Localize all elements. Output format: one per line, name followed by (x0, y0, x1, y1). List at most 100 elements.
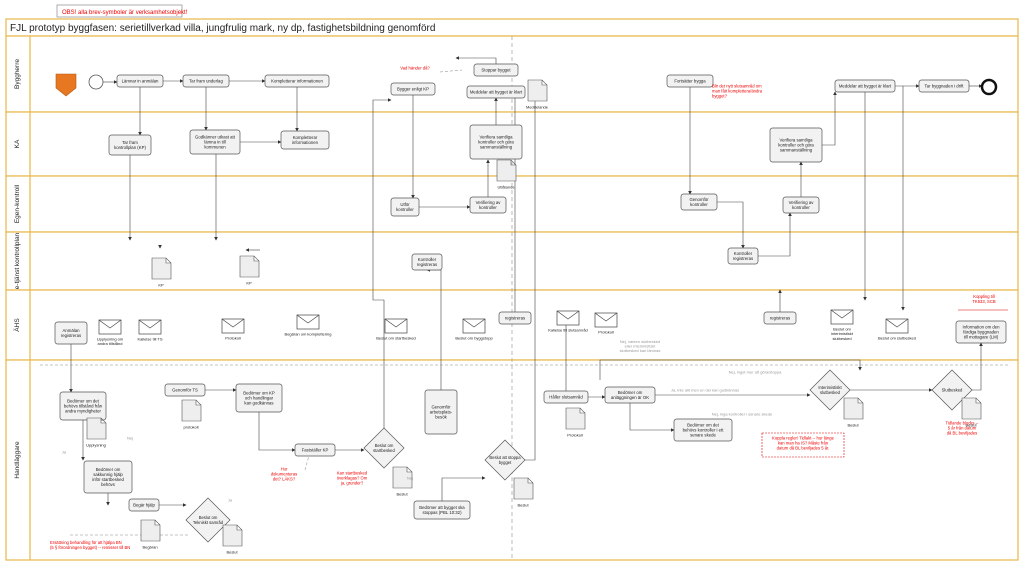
comment-note: datum då BL beviljades 5 år. (777, 445, 830, 450)
document-label: protokoll (183, 424, 198, 429)
flow-arrow (717, 201, 745, 249)
lane-label: Byggherre (14, 59, 21, 89)
process-box-n_kompl_info_ka[interactable] (280, 130, 330, 150)
process-box-n_bedomer_senare[interactable] (673, 418, 733, 442)
letter-label: Beslut om slutbesked (878, 335, 916, 340)
top-note-box (56, 4, 183, 18)
process-box-n_meddelar_klart2[interactable] (834, 79, 896, 93)
process-label: besök (435, 414, 447, 419)
process-box-n_info_dela[interactable] (955, 320, 1007, 344)
decision-label: Beslut att stoppa (489, 455, 521, 460)
process-box-n_stoppar[interactable] (473, 63, 519, 77)
process-label: Information om den (962, 325, 1000, 330)
flow-arrow (258, 412, 296, 452)
process-box-n_faststaller[interactable] (294, 443, 336, 457)
process-box-n_registreras1[interactable] (498, 311, 532, 325)
process-label: registreras (770, 316, 790, 321)
process-label: Kontroller (734, 251, 753, 256)
process-label: Bedömer om (96, 467, 121, 472)
process-box-n_verif_kontr1[interactable] (469, 196, 507, 214)
document-icon (140, 519, 161, 542)
process-box-n_bedomer_sakkunnig[interactable] (83, 460, 133, 494)
edge-label: Nej (127, 435, 133, 440)
process-box-n_verifiera1[interactable] (469, 124, 523, 160)
process-box-n_bedomer_ok[interactable] (604, 386, 656, 404)
process-label: stoppas (PBL 10:32) (422, 510, 462, 515)
process-label: lämna in till (204, 140, 226, 145)
process-box-n_fortsatter[interactable] (666, 74, 714, 88)
letter-label: Begäran om komplettering (285, 331, 332, 336)
process-box-n_bygger_kp[interactable] (390, 82, 436, 96)
process-box-n_bedomer_behov[interactable] (59, 391, 107, 421)
process-box-n_verif_kontr2[interactable] (782, 196, 820, 214)
process-label: Genomför TS (172, 388, 198, 393)
comment-note: Hur (281, 467, 288, 472)
flow-arrow (629, 403, 675, 432)
process-box-n_genomfor_ts[interactable] (164, 383, 206, 397)
decision-d_beslut_stopp[interactable] (484, 439, 526, 481)
process-box-n_tarfram_kp[interactable] (108, 134, 152, 156)
process-box-n_bedomer_stoppa[interactable] (413, 500, 471, 520)
process-label: Stoppar bygget (481, 68, 511, 73)
document-icon (392, 466, 413, 489)
comment-note: 5 år från datum (948, 425, 977, 430)
edge-label: Nej, inga kontroller i senare skede (712, 411, 773, 416)
process-label: Verifiera samtliga (780, 138, 814, 143)
process-box-n_tarianspr[interactable] (918, 79, 970, 93)
process-box-n_lamnar[interactable] (116, 74, 164, 88)
decision-label: Beslut om (375, 443, 394, 448)
document-label: Beslut (226, 549, 238, 554)
lane-label: Egen-kontroll (14, 184, 21, 223)
document-label: Upplysning (86, 442, 106, 447)
process-box-n_anmalan_reg[interactable] (54, 321, 88, 345)
process-box-n_bedomer_kp[interactable] (235, 383, 283, 413)
process-box-n_kontr_reg1[interactable] (411, 253, 443, 271)
decision-label: bygget (499, 460, 512, 465)
process-label: kontroller (479, 205, 497, 210)
process-label: kontrollplan (KP) (114, 145, 146, 150)
decision-label: Tekniskt samråd (193, 520, 224, 525)
letter-icon (556, 310, 580, 326)
process-box-n_meddelar_klart1[interactable] (466, 85, 526, 99)
decision-d_beslut_tekn[interactable] (185, 497, 231, 543)
association-line (439, 69, 463, 73)
start-event-icon (88, 74, 104, 90)
process-label: registreras (733, 256, 753, 261)
document-label: KP (158, 282, 164, 287)
comment-frame (761, 432, 845, 458)
comment-note: dokumenteras (271, 471, 298, 476)
process-label: Bedömer om det (67, 399, 100, 404)
process-label: Anmälan (63, 328, 81, 333)
edge-label: Nej, varken slutbesked (620, 339, 660, 344)
process-label: sammanställning (480, 144, 513, 149)
decision-d_beslut_start[interactable] (363, 427, 405, 469)
diagram-title: FJL prototyp byggfasen: serietillverkad … (10, 23, 435, 34)
comment-note: överklagas? Om (337, 475, 368, 480)
decision-d_interim[interactable] (809, 369, 851, 411)
edge-label: Ja, inte allt men en del kan godkännas (671, 387, 739, 392)
process-box-n_tarfram_underlag[interactable] (182, 74, 230, 88)
process-box-n_genomfor_kontr[interactable] (680, 193, 718, 211)
comment-note: då BL beviljades (947, 430, 978, 435)
process-box-n_verifiera2[interactable] (769, 127, 823, 163)
process-label: kan godkännas (244, 400, 273, 405)
process-box-n_kontr_reg2[interactable] (727, 247, 759, 265)
edge-label: slutbesked kan lämnas (620, 348, 661, 353)
process-label: Bedömer om KP (243, 391, 275, 396)
process-box-n_begar_hjalp[interactable] (128, 498, 160, 512)
process-label: Lämnar in anmälan (122, 79, 159, 84)
process-box-n_godkanner[interactable] (189, 129, 241, 155)
comment-note: Ersättning behandling för att hjälpa BN (50, 540, 122, 545)
letter-label: Upplysning om (97, 337, 124, 342)
process-box-n_registreras2[interactable] (763, 311, 797, 325)
comment-note: Koppling till (973, 294, 994, 299)
process-box-n_genomfor_arb[interactable] (424, 389, 458, 435)
process-box-n_utfor[interactable] (390, 197, 420, 217)
process-label: kommunen (204, 144, 226, 149)
document-label: Begäran (142, 544, 157, 549)
process-box-n_haller_slut[interactable] (543, 390, 589, 404)
letter-label: Beslut om (833, 327, 851, 332)
process-box-n_kompl_info_bh[interactable] (264, 74, 330, 88)
